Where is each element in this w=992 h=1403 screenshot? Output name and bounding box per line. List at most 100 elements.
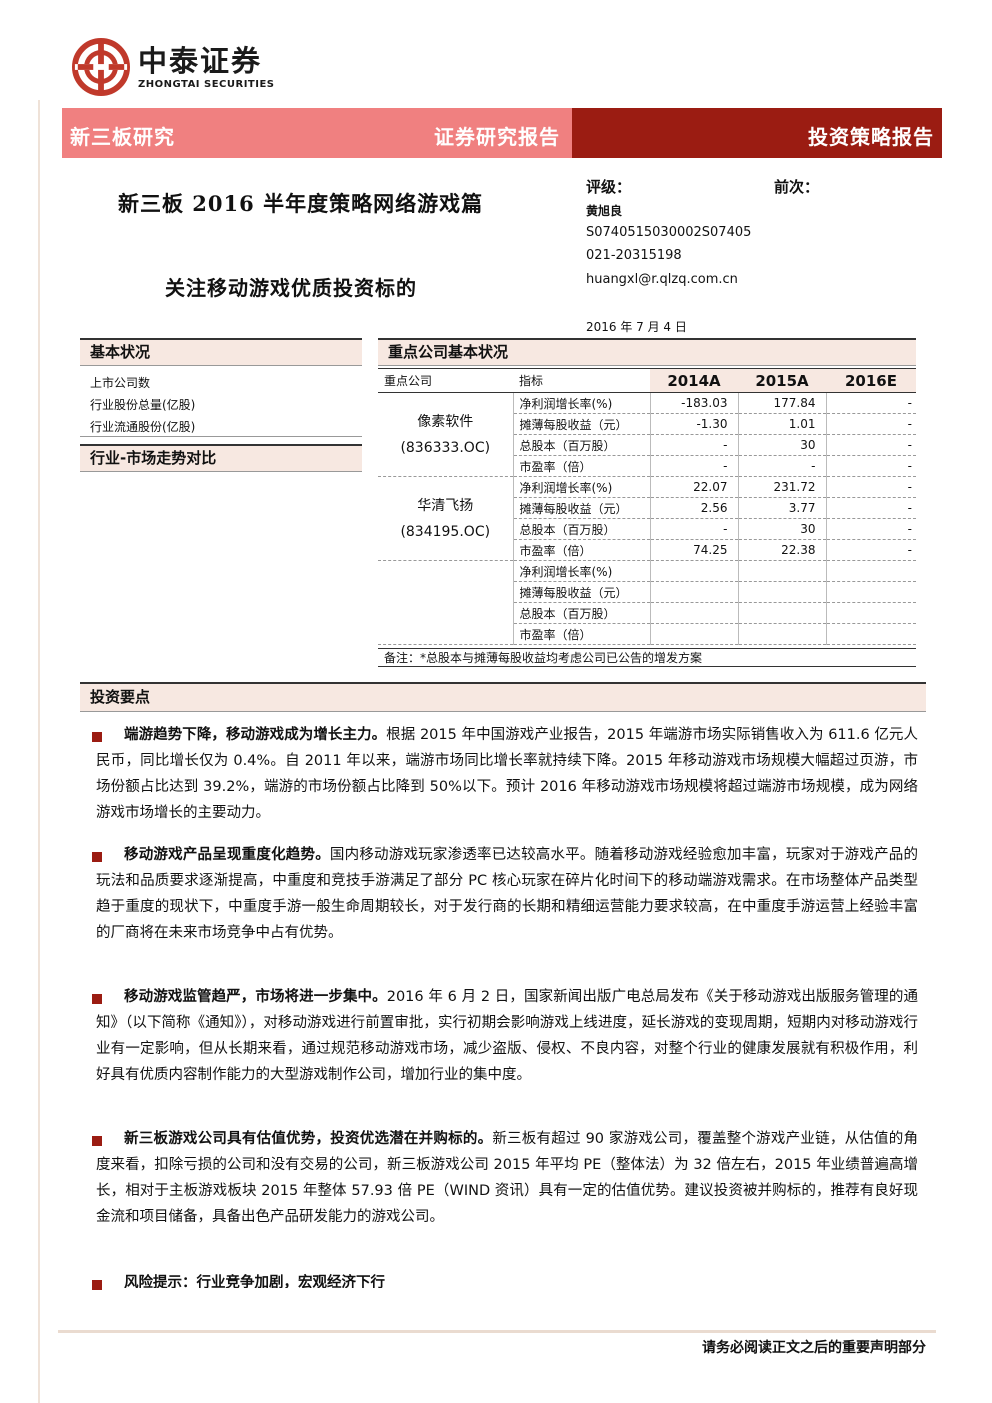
indicator-cell: 摊薄每股收益（元） xyxy=(513,581,651,603)
value-cell xyxy=(650,560,739,582)
banner-left: 新三板研究 证券研究报告 xyxy=(62,108,572,158)
col-year-header: 2016E xyxy=(826,368,916,393)
table-row: 摊薄每股收益（元） -1.30 1.01 - xyxy=(378,413,916,435)
value-cell: - xyxy=(826,434,916,456)
value-cell: 30 xyxy=(738,518,827,540)
analyst-email[interactable]: huangxl@r.qlzq.com.cn xyxy=(586,272,738,287)
invest-point: 新三板游戏公司具有估值优势，投资优选潜在并购标的。新三板有超过 90 家游戏公司… xyxy=(96,1126,918,1230)
invest-point-text: 根据 2015 年中国游戏产业报告，2015 年端游市场实际销售收入为 611.… xyxy=(96,727,918,821)
value-cell: 22.38 xyxy=(738,539,827,561)
banner-right: 投资策略报告 xyxy=(572,108,942,158)
left-margin-rule xyxy=(38,100,40,1403)
value-cell: 1.01 xyxy=(738,413,827,435)
indicator-cell: 净利润增长率(%) xyxy=(513,560,651,582)
company-logo: 中泰证券 ZHONGTAI SECURITIES xyxy=(72,38,275,96)
banner-category: 新三板研究 xyxy=(70,125,175,149)
col-year-header: 2015A xyxy=(738,368,826,393)
value-cell: 177.84 xyxy=(738,392,827,414)
value-cell: 74.25 xyxy=(650,539,739,561)
indicator-cell: 净利润增长率(%) xyxy=(513,392,651,414)
banner-report-kind: 投资策略报告 xyxy=(808,125,934,149)
indicator-cell: 净利润增长率(%) xyxy=(513,476,651,498)
value-cell: -1.30 xyxy=(650,413,739,435)
company-cell xyxy=(378,560,514,645)
value-cell: - xyxy=(826,455,916,477)
value-cell xyxy=(826,623,916,645)
indicator-cell: 市盈率（倍） xyxy=(513,623,651,645)
table-row: 净利润增长率(%) xyxy=(378,560,916,645)
bullet-square-icon xyxy=(92,732,102,742)
invest-point-lead: 移动游戏产品呈现重度化趋势。 xyxy=(124,847,330,863)
bullet-square-icon xyxy=(92,1280,102,1290)
logo-english-name: ZHONGTAI SECURITIES xyxy=(138,78,275,90)
col-year-header: 2014A xyxy=(650,368,738,393)
table-row: 总股本（百万股） xyxy=(378,602,916,624)
table-row: 像素软件 (836333.OC) 净利润增长率(%) -183.03 177.84… xyxy=(378,392,916,477)
col-company-header: 重点公司 xyxy=(378,368,513,393)
indicator-cell: 总股本（百万股） xyxy=(513,518,651,540)
indicator-cell: 市盈率（倍） xyxy=(513,539,651,561)
table-row: 市盈率（倍） 74.25 22.38 - xyxy=(378,539,916,561)
report-date: 2016 年 7 月 4 日 xyxy=(586,320,687,334)
invest-point: 移动游戏监管趋严，市场将进一步集中。2016 年 6 月 2 日，国家新闻出版广… xyxy=(96,984,918,1088)
value-cell xyxy=(738,581,827,603)
invest-point-lead: 新三板游戏公司具有估值优势，投资优选潜在并购标的。 xyxy=(124,1131,493,1147)
company-code: (836333.OC) xyxy=(400,439,491,456)
value-cell: - xyxy=(826,392,916,414)
basic-status-header: 基本状况 xyxy=(80,338,362,366)
previous-rating-label: 前次： xyxy=(774,178,820,196)
value-cell xyxy=(826,581,916,603)
company-cell: 像素软件 (836333.OC) xyxy=(378,392,514,477)
value-cell: 22.07 xyxy=(650,476,739,498)
value-cell: - xyxy=(650,518,739,540)
invest-point-lead: 风险提示：行业竞争加剧，宏观经济下行 xyxy=(124,1275,385,1288)
basic-status-list: 上市公司数 行业股份总量(亿股) 行业流通股份(亿股) xyxy=(90,372,195,438)
value-cell: - xyxy=(826,413,916,435)
value-cell: 2.56 xyxy=(650,497,739,519)
value-cell xyxy=(826,602,916,624)
company-code: (834195.OC) xyxy=(400,523,491,540)
value-cell: - xyxy=(826,539,916,561)
analyst-name: 黄旭良 xyxy=(586,204,623,218)
banner-report-type: 证券研究报告 xyxy=(434,125,560,149)
table-row: 华清飞扬 (834195.OC) 净利润增长率(%) 22.07 231.72 - xyxy=(378,476,916,561)
zhongtai-logo-icon xyxy=(72,38,130,96)
basic-item: 行业流通股份(亿股) xyxy=(90,420,196,434)
indicator-cell: 摊薄每股收益（元） xyxy=(513,413,651,435)
logo-chinese-name: 中泰证券 xyxy=(138,43,263,78)
value-cell: - xyxy=(650,434,739,456)
value-cell: -183.03 xyxy=(650,392,739,414)
bullet-square-icon xyxy=(92,994,102,1004)
key-companies-table: 重点公司 指标 2014A 2015A 2016E 像素软件 (836333.OC… xyxy=(378,368,916,645)
value-cell: - xyxy=(738,455,827,477)
basic-item: 行业股份总量(亿股) xyxy=(90,398,196,412)
table-header-row: 重点公司 指标 2014A 2015A 2016E xyxy=(378,368,916,393)
basic-divider xyxy=(80,436,362,437)
company-name: 像素软件 xyxy=(417,413,474,430)
rating-label: 评级： xyxy=(586,178,632,196)
indicator-cell: 总股本（百万股） xyxy=(513,434,651,456)
value-cell xyxy=(650,623,739,645)
invest-point-lead: 移动游戏监管趋严，市场将进一步集中。 xyxy=(124,989,387,1005)
value-cell xyxy=(738,623,827,645)
table-footnote: 备注：*总股本与摊薄每股收益均考虑公司已公告的增发方案 xyxy=(378,648,916,667)
invest-point-lead: 端游趋势下降，移动游戏成为增长主力。 xyxy=(124,727,387,743)
footer-disclaimer: 请务必阅读正文之后的重要声明部分 xyxy=(702,1340,926,1356)
value-cell: 231.72 xyxy=(738,476,827,498)
table-row: 市盈率（倍） - - - xyxy=(378,455,916,477)
bullet-square-icon xyxy=(92,1136,102,1146)
market-trend-header: 行业-市场走势对比 xyxy=(80,444,362,472)
value-cell: 3.77 xyxy=(738,497,827,519)
value-cell: - xyxy=(826,497,916,519)
invest-point: 端游趋势下降，移动游戏成为增长主力。根据 2015 年中国游戏产业报告，2015… xyxy=(96,722,918,826)
report-subtitle: 关注移动游戏优质投资标的 xyxy=(165,276,417,300)
value-cell xyxy=(650,602,739,624)
analyst-phone: 021-20315198 xyxy=(586,248,682,263)
col-indicator-header: 指标 xyxy=(513,368,650,393)
company-name: 华清飞扬 xyxy=(417,497,474,514)
report-title: 新三板 2016 半年度策略网络游戏篇 xyxy=(118,191,484,216)
header-banner: 新三板研究 证券研究报告 投资策略报告 xyxy=(62,108,942,158)
indicator-cell: 总股本（百万股） xyxy=(513,602,651,624)
table-row: 摊薄每股收益（元） xyxy=(378,581,916,603)
key-companies-header: 重点公司基本状况 xyxy=(378,338,916,366)
